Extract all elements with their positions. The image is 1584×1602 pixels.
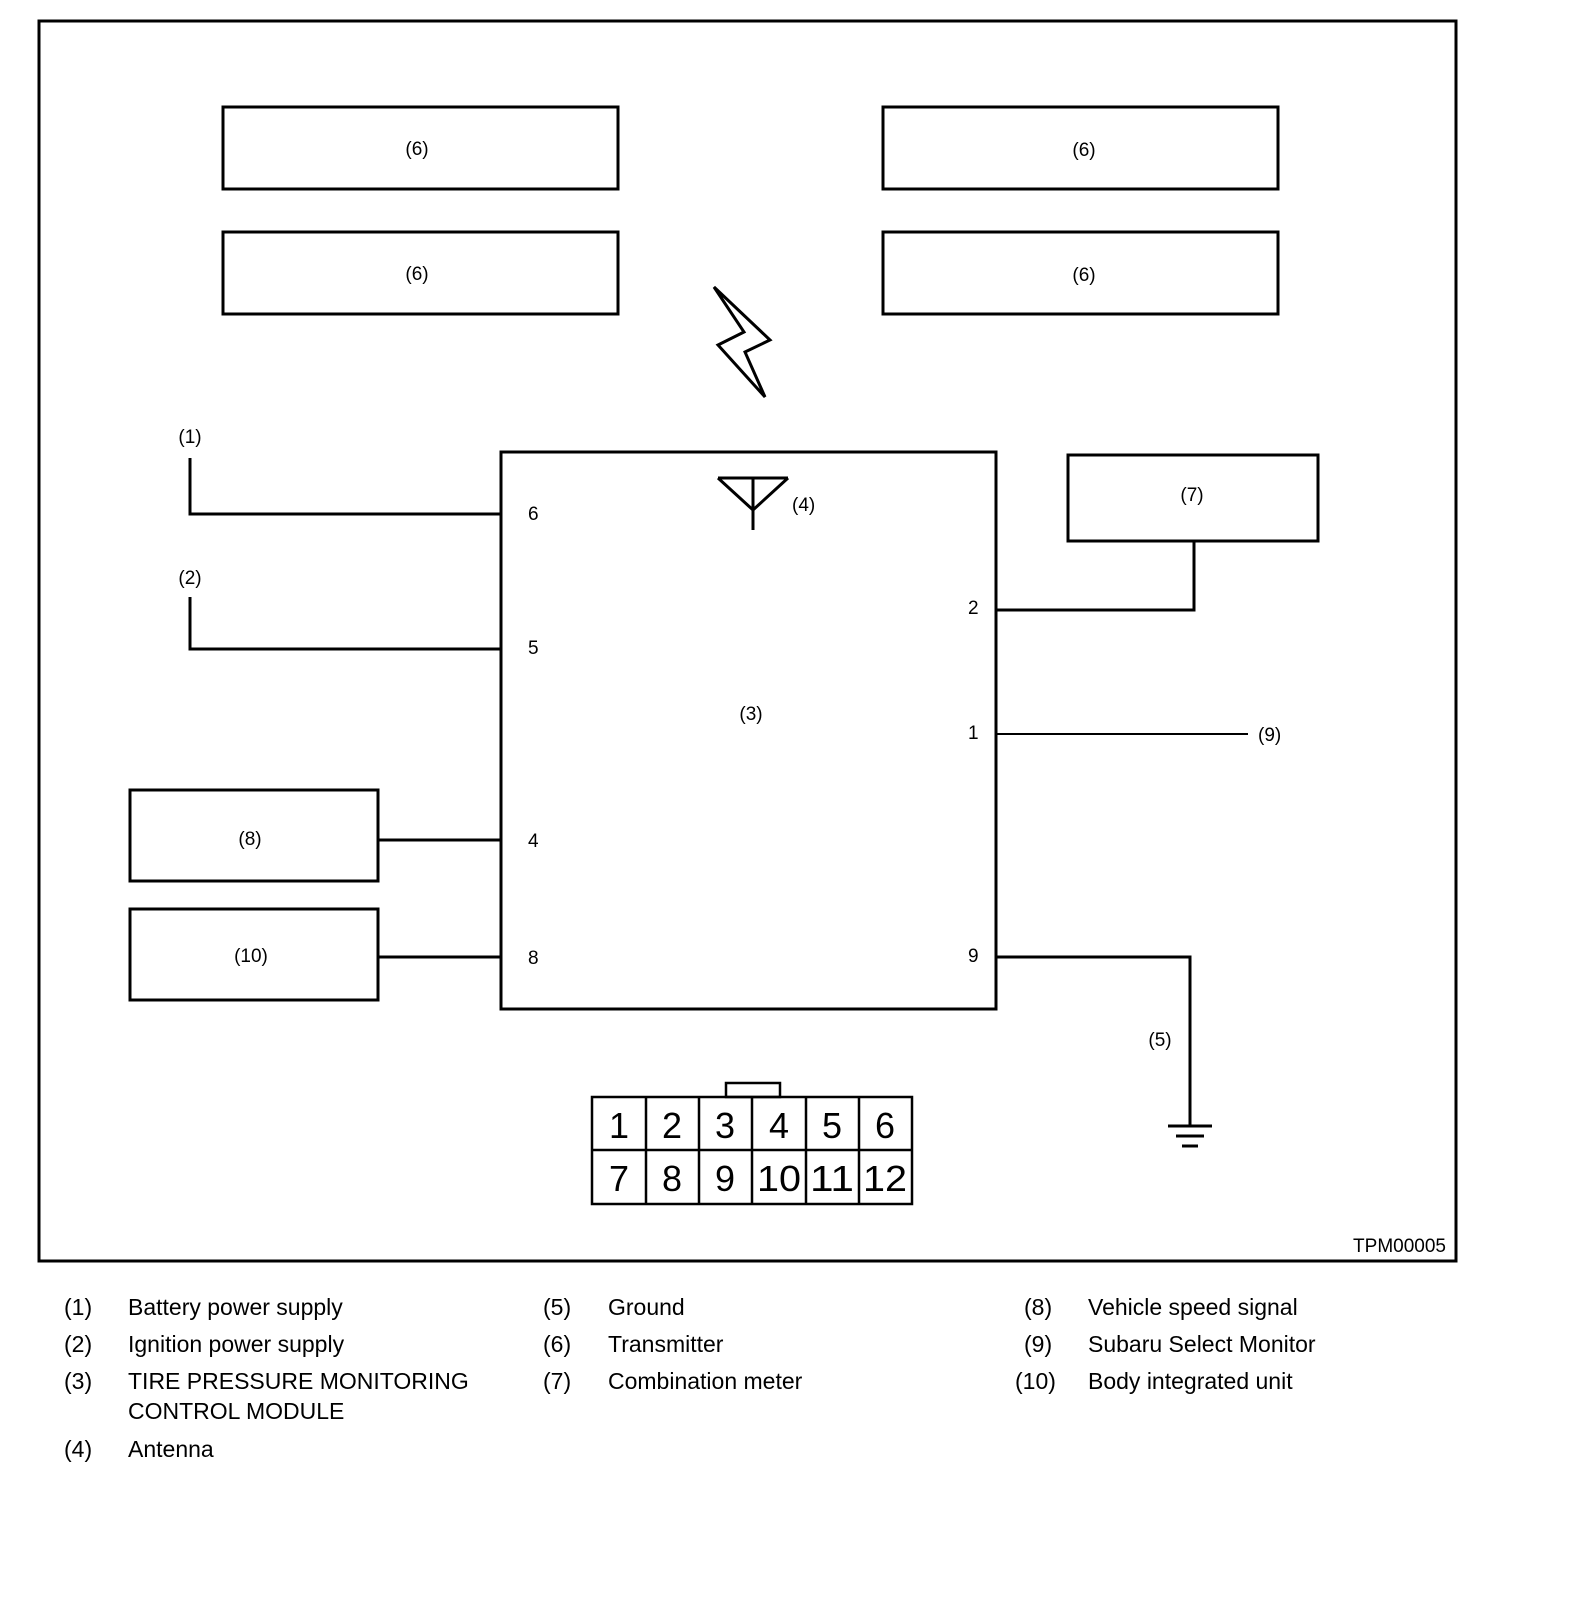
legend-item: (7) Combination meter (543, 1366, 983, 1396)
antenna-icon (716, 476, 790, 530)
legend-item: (5) Ground (543, 1292, 983, 1322)
transmitter-label: (6) (1072, 140, 1095, 161)
ground-icon (1168, 1124, 1212, 1148)
ground-wire (996, 955, 1192, 1126)
legend-number: (3) (64, 1368, 93, 1394)
legend-text: Combination meter (608, 1368, 803, 1394)
connector-pin-8: 8 (662, 1158, 682, 1199)
connector-pin-6: 6 (875, 1105, 895, 1146)
transmitter-label: (6) (405, 264, 428, 285)
legend-number: (2) (64, 1331, 93, 1357)
figure-id: TPM00005 (1353, 1236, 1446, 1257)
connector-pin-1: 1 (609, 1105, 629, 1146)
pin-1: 1 (968, 723, 979, 744)
legend-item: (9) Subaru Select Monitor (1015, 1329, 1465, 1359)
legend-text: Vehicle speed signal (1088, 1294, 1298, 1320)
connector-pin-7: 7 (609, 1158, 629, 1199)
connector-pin-10: 10 (757, 1158, 801, 1199)
combination-meter-wire (996, 541, 1196, 612)
pin-9: 9 (968, 946, 979, 967)
radio-signal-icon (712, 285, 773, 399)
legend-number: (9) (1024, 1331, 1053, 1357)
transmitter-front-left: (6) (221, 105, 620, 191)
pin-8: 8 (528, 948, 539, 969)
pin-5: 5 (528, 638, 539, 659)
select-monitor-label: (9) (1258, 725, 1281, 746)
legend-text: Ground (608, 1294, 685, 1320)
pin-6: 6 (528, 504, 539, 525)
body-unit-box (128, 907, 380, 1002)
combination-meter-label: (7) (1180, 485, 1203, 506)
pin-2: 2 (968, 598, 979, 619)
legend-item: (8) Vehicle speed signal (1015, 1292, 1465, 1322)
legend-item: (6) Transmitter (543, 1329, 983, 1359)
legend-number: (4) (64, 1436, 93, 1462)
speed-signal-label: (8) (238, 829, 261, 850)
legend-number: (5) (543, 1294, 572, 1320)
legend-number: (8) (1024, 1294, 1053, 1320)
legend-item: (3) TIRE PRESSURE MONITORING CONTROL MOD… (64, 1366, 524, 1426)
legend-text: Subaru Select Monitor (1088, 1331, 1316, 1357)
antenna-label: (4) (792, 495, 815, 516)
transmitter-label: (6) (405, 139, 428, 160)
speed-signal-box (128, 788, 380, 883)
connector-pin-2: 2 (662, 1105, 682, 1146)
connector-pin-12: 12 (863, 1158, 907, 1199)
connector-face: 1 2 3 4 5 6 7 8 9 10 11 12 (590, 1081, 914, 1206)
legend-item: (1) Battery power supply (64, 1292, 524, 1322)
pin-4: 4 (528, 831, 539, 852)
ignition-wire (188, 597, 501, 651)
legend-item: (4) Antenna (64, 1434, 524, 1464)
legend-text: Ignition power supply (128, 1331, 345, 1357)
connector-pin-11: 11 (810, 1158, 854, 1199)
connector-pin-3: 3 (715, 1105, 735, 1146)
legend-number: (1) (64, 1294, 93, 1320)
connector-pin-9: 9 (715, 1158, 735, 1199)
legend-number: (10) (1015, 1368, 1056, 1394)
connector-pin-5: 5 (822, 1105, 842, 1146)
battery-wire (188, 458, 501, 516)
transmitter-label: (6) (1072, 265, 1095, 286)
control-module-box (499, 450, 998, 1011)
legend-text: Body integrated unit (1088, 1368, 1293, 1394)
legend-text: Antenna (128, 1436, 214, 1462)
diagram-frame (37, 19, 1458, 1263)
legend-text: Battery power supply (128, 1294, 343, 1320)
transmitter-rear-right: (6) (881, 230, 1280, 316)
legend-text: TIRE PRESSURE MONITORING CONTROL MODULE (128, 1368, 469, 1424)
connector-pin-4: 4 (769, 1105, 789, 1146)
legend-number: (7) (543, 1368, 572, 1394)
ignition-label: (2) (178, 568, 201, 589)
body-unit-label: (10) (234, 946, 268, 967)
legend-number: (6) (543, 1331, 572, 1357)
transmitter-front-right: (6) (881, 105, 1280, 191)
transmitter-rear-left: (6) (221, 230, 620, 316)
legend-text: Transmitter (608, 1331, 724, 1357)
legend-item: (2) Ignition power supply (64, 1329, 524, 1359)
legend-item: (10) Body integrated unit (1015, 1366, 1465, 1396)
battery-label: (1) (178, 427, 201, 448)
ground-label: (5) (1148, 1030, 1171, 1051)
control-module-label: (3) (739, 704, 762, 725)
